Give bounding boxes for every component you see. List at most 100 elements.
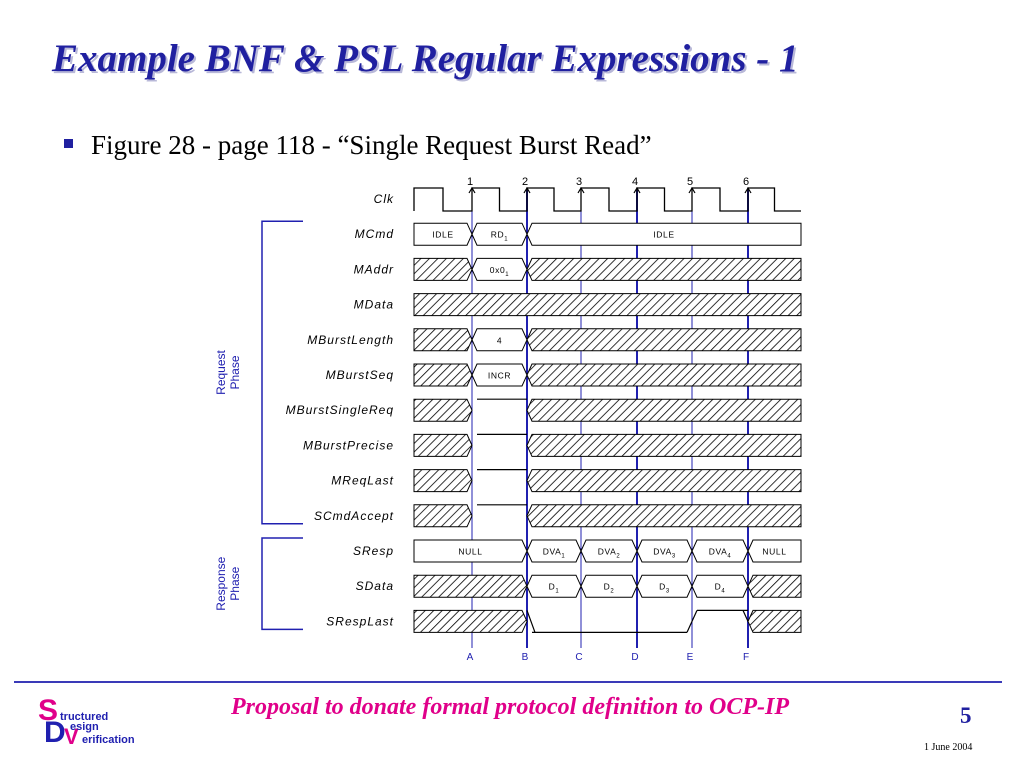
footer-caption: Proposal to donate formal protocol defin… (230, 694, 789, 720)
logo-letter-d: D (44, 716, 66, 748)
value-segment (747, 539, 802, 563)
logo-letter-s: S (38, 694, 58, 727)
clock-edge-label: 6 (743, 176, 749, 188)
logo-word-verification: erification (82, 734, 135, 746)
time-marker-label: C (575, 652, 582, 663)
clock-edge-label: 3 (576, 176, 582, 188)
falling-transition (526, 610, 536, 633)
undefined-segment (413, 433, 473, 457)
clock-edge-arrow-icon (633, 186, 641, 194)
value-segment (526, 539, 582, 563)
value-segment (580, 574, 638, 598)
request-phase-bracket (261, 220, 303, 525)
value-segment (636, 574, 693, 598)
undefined-segment (413, 398, 473, 422)
sdv-logo: S D V tructured esign erification (38, 694, 135, 748)
undefined-segment (413, 609, 528, 633)
signal-label: MCmd (355, 227, 394, 241)
undefined-segment (526, 469, 802, 493)
response-phase-label: ResponsePhase (214, 556, 242, 610)
segment-value-label: D2 (604, 582, 615, 595)
logo-word-design: esign (70, 721, 99, 733)
segment-value-label: IDLE (653, 230, 674, 240)
segment-value-label: DVA4 (709, 547, 732, 560)
segment-value-label: INCR (488, 371, 511, 381)
signal-label: SRespLast (326, 614, 394, 628)
request-phase-label: RequestPhase (214, 349, 242, 394)
segment-value-label: D3 (659, 582, 670, 595)
logo-letter-v: V (64, 724, 79, 748)
undefined-segment (413, 257, 473, 281)
clock-edge-label: 4 (632, 176, 638, 188)
undefined-segment (526, 398, 802, 422)
clock-edge-arrow-icon (688, 186, 696, 194)
logo-word-structured: tructured (60, 711, 108, 723)
footer-date: 1 June 2004 (924, 742, 973, 753)
segment-value-label: 4 (497, 335, 502, 345)
signal-label: MBurstLength (307, 333, 394, 347)
undefined-segment (413, 574, 528, 598)
segment-value-label: DVA3 (653, 547, 676, 560)
value-segment (471, 363, 528, 387)
clock-waveform (413, 187, 801, 212)
signal-label: MBurstSingleReq (286, 403, 394, 417)
undefined-segment (413, 504, 473, 528)
page-number: 5 (960, 703, 972, 728)
signal-label: MReqLast (331, 474, 394, 488)
value-segment (413, 539, 528, 563)
clock-edge-label: 2 (522, 176, 528, 188)
value-segment (471, 257, 528, 281)
undefined-segment (747, 574, 802, 598)
clock-edge-label: 5 (687, 176, 693, 188)
signal-label: MAddr (354, 262, 394, 276)
undefined-segment (526, 257, 802, 281)
clock-edge-arrow-icon (468, 186, 476, 194)
clock-edge-arrow-icon (523, 186, 531, 194)
rising-transition (686, 610, 698, 633)
value-segment (526, 222, 802, 246)
time-marker-label: D (631, 652, 638, 663)
value-segment (580, 539, 638, 563)
release-transition (742, 610, 749, 622)
time-marker-label: B (522, 652, 529, 663)
segment-value-label: NULL (458, 547, 482, 557)
value-segment (691, 539, 749, 563)
segment-value-label: D1 (549, 582, 560, 595)
slide-title: Example BNF & PSL Regular Expressions - … (52, 37, 799, 80)
value-segment (413, 222, 473, 246)
segment-value-label: DVA1 (543, 547, 566, 560)
signal-label: MData (354, 298, 394, 312)
clock-edge-arrow-icon (577, 186, 585, 194)
undefined-segment (413, 363, 473, 387)
undefined-segment (526, 328, 802, 352)
signal-label: SCmdAccept (314, 509, 394, 523)
signal-label: SResp (353, 544, 394, 558)
time-marker-label: F (743, 652, 749, 663)
bullet-text: Figure 28 - page 118 - “Single Request B… (91, 130, 652, 160)
value-segment (636, 539, 693, 563)
time-marker-label: E (687, 652, 694, 663)
signal-label: SData (356, 579, 394, 593)
undefined-segment (526, 363, 802, 387)
response-phase-bracket (261, 537, 303, 631)
value-segment (526, 574, 582, 598)
clock-edge-arrow-icon (744, 186, 752, 194)
segment-value-label: IDLE (432, 230, 453, 240)
footer-divider (14, 681, 1002, 683)
segment-value-label: DVA2 (598, 547, 621, 560)
segment-value-label: 0x01 (490, 265, 510, 278)
undefined-segment (526, 433, 802, 457)
value-segment (471, 222, 528, 246)
undefined-segment (413, 469, 473, 493)
segment-value-label: RD1 (491, 230, 508, 243)
undefined-segment (526, 504, 802, 528)
clock-edge-label: 1 (467, 176, 473, 188)
bullet-item: Figure 28 - page 118 - “Single Request B… (64, 130, 652, 161)
signal-label: MBurstPrecise (303, 438, 394, 452)
undefined-segment (413, 293, 802, 317)
signal-label: Clk (374, 192, 394, 206)
